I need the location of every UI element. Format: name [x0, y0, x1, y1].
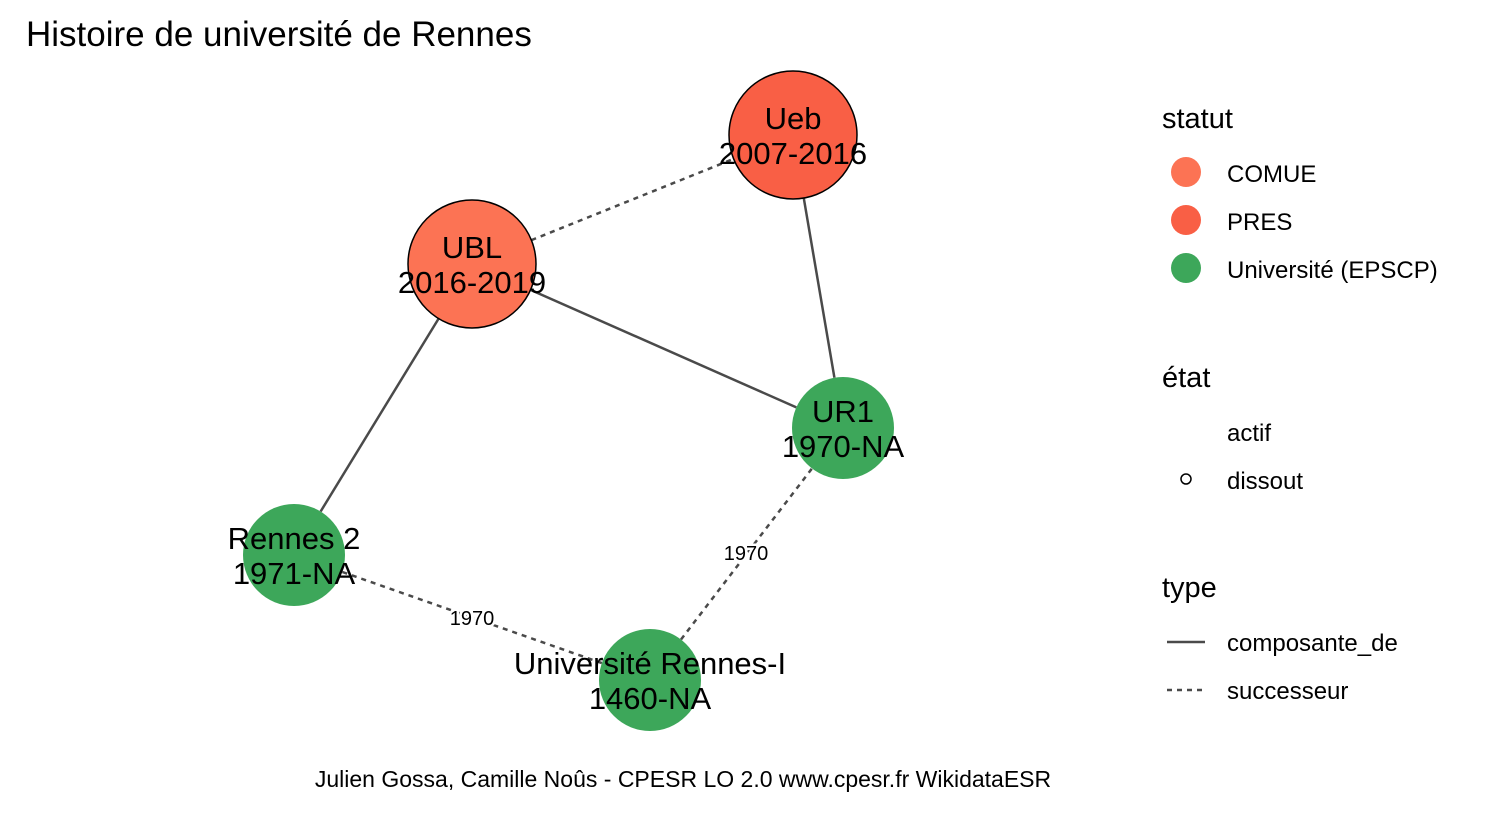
legend-pres-swatch [1171, 205, 1201, 235]
edge-composante_de [530, 288, 797, 409]
edge-composante_de [802, 197, 836, 378]
legend-statut-title: statut [1162, 103, 1233, 135]
caption: Julien Gossa, Camille Noûs - CPESR LO 2.… [315, 766, 1051, 792]
legend: statut COMUE PRES Université (EPSCP) éta… [1162, 103, 1438, 705]
legend-comue-label: COMUE [1227, 161, 1316, 188]
node-years: 1971-NA [233, 556, 356, 591]
legend-pres-label: PRES [1227, 209, 1292, 236]
legend-universite-swatch [1171, 253, 1201, 283]
node-circle [792, 377, 894, 479]
edge-label: 1970 [724, 543, 769, 565]
legend-comue-swatch [1171, 157, 1201, 187]
node-years: 1970-NA [782, 429, 905, 464]
node-name: UBL [442, 230, 502, 265]
legend-successeur-label: successeur [1227, 678, 1348, 705]
edges: 1970 1970 [319, 157, 836, 665]
legend-composante-label: composante_de [1227, 630, 1398, 657]
node-years: 2016-2019 [398, 265, 546, 300]
chart-title: Histoire de université de Rennes [26, 15, 532, 54]
node-circle [243, 504, 345, 606]
legend-dissout-swatch [1180, 473, 1192, 485]
node-years: 1460-NA [589, 681, 712, 716]
node-circle [599, 629, 701, 731]
node-name: Université Rennes-I [514, 646, 786, 681]
node-name: Ueb [765, 101, 822, 136]
edge-composante_de [319, 317, 440, 513]
node-name: UR1 [812, 394, 874, 429]
legend-type-title: type [1162, 572, 1217, 604]
legend-actif-label: actif [1227, 420, 1271, 447]
legend-universite-label: Université (EPSCP) [1227, 257, 1438, 284]
node-circle [407, 199, 537, 329]
edge-label: 1970 [450, 608, 495, 630]
legend-etat-title: état [1162, 362, 1210, 394]
legend-dissout-label: dissout [1227, 468, 1303, 495]
edge-successeur [530, 157, 735, 242]
node-circle [728, 70, 858, 200]
node-years: 2007-2016 [719, 136, 867, 171]
node-name: Rennes 2 [228, 521, 361, 556]
